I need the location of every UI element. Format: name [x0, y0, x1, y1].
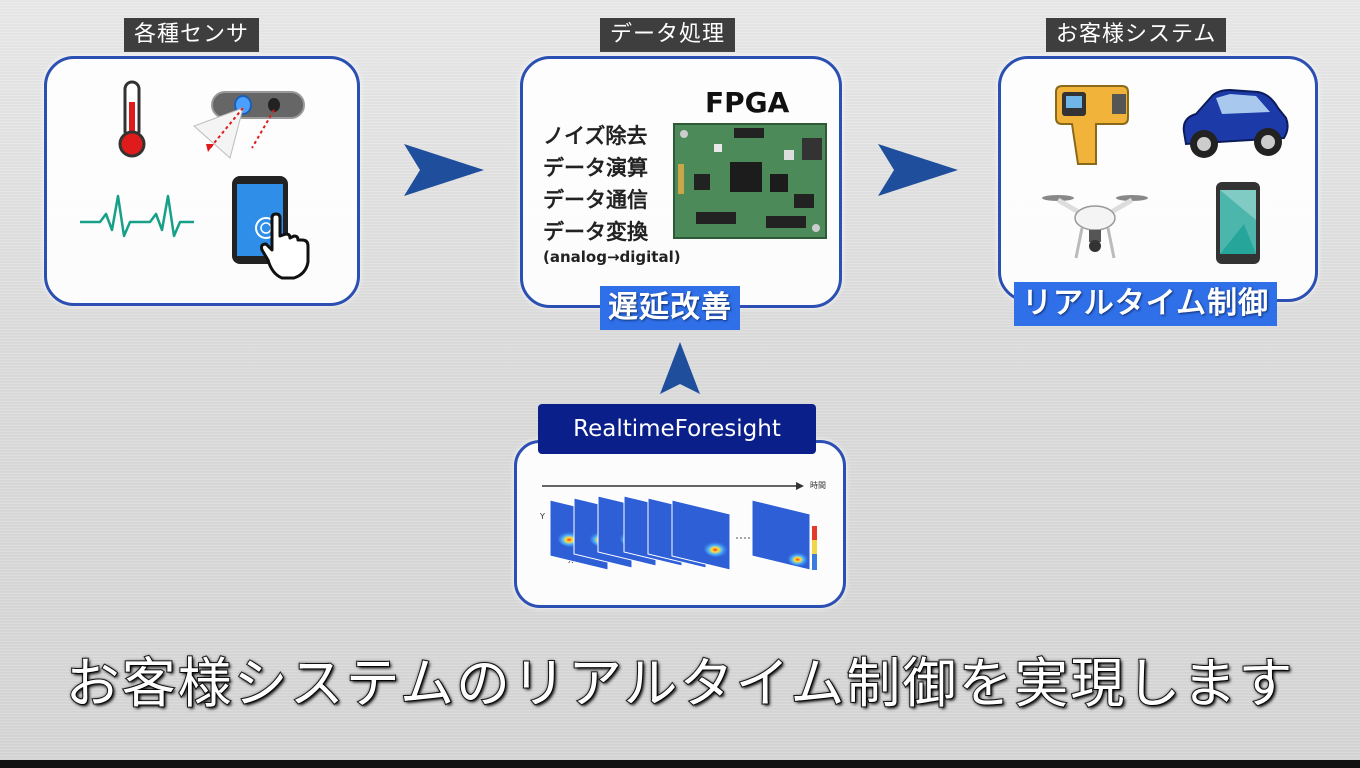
processing-item-comm: データ通信	[543, 188, 648, 212]
smartphone-touch-icon	[232, 176, 310, 280]
sensors-title: 各種センサ	[124, 18, 260, 52]
heartbeat-icon	[80, 194, 194, 238]
processing-title: データ処理	[600, 18, 736, 52]
fpga-board-image	[673, 123, 827, 239]
car-icon	[1182, 88, 1289, 158]
bottom-bar	[0, 760, 1360, 768]
thermo-gun-icon	[1055, 85, 1129, 165]
heatmap-frames	[549, 495, 817, 571]
depth-camera-icon	[193, 91, 305, 159]
drone-icon	[1042, 195, 1148, 259]
arrow-tool-to-processing	[660, 342, 700, 394]
arrow-processing-to-customer	[878, 144, 958, 196]
subtitle-caption: お客様システムのリアルタイム制御を実現します	[65, 651, 1295, 716]
timeline-arrow	[542, 482, 804, 490]
fpga-label: FPGA	[705, 86, 790, 119]
y-axis-label: Y	[540, 512, 545, 521]
processing-item-convert: データ変換	[543, 220, 648, 244]
thermometer-icon	[118, 80, 146, 158]
arrow-sensors-to-processing	[404, 144, 484, 196]
conversion-note: (analog→digital)	[543, 248, 681, 266]
processing-item-compute: データ演算	[543, 156, 648, 180]
processing-item-noise: ノイズ除去	[543, 124, 648, 148]
tool-name-header: RealtimeForesight	[538, 404, 816, 454]
time-axis-label: 時間	[810, 481, 826, 490]
realtime-control-tag: リアルタイム制御	[1014, 282, 1278, 326]
android-phone-icon	[1216, 182, 1260, 264]
customer-title: お客様システム	[1046, 18, 1227, 52]
latency-improvement-tag: 遅延改善	[600, 286, 740, 330]
